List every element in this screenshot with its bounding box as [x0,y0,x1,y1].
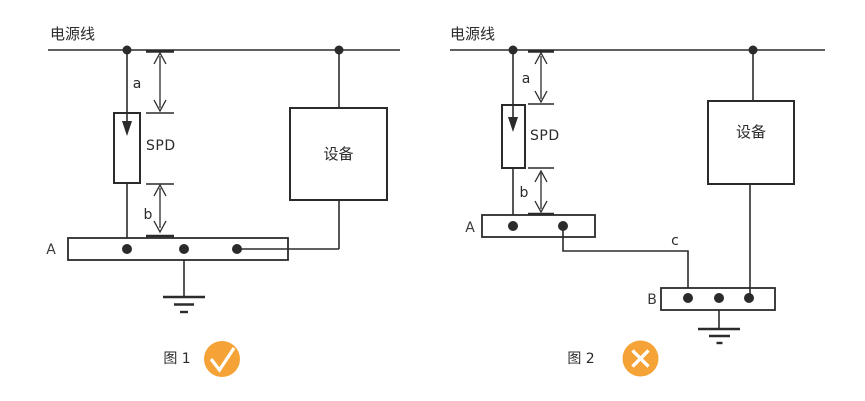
fig1-dimension-a: a [133,50,174,114]
fig2-device-label: 设备 [736,123,766,141]
fig2-power-line-label: 电源线 [450,25,495,43]
fig2-busbar-b-dot-1 [683,293,693,303]
fig2-dim-a-arrow-up-icon [534,51,548,65]
fig1-earth-icon [163,260,205,314]
fig2-dim-b-label: b [520,185,529,201]
fig1-dim-b-arrow-up-icon [153,183,167,197]
fig1-busbar-a-label: A [46,242,56,258]
fig1-dim-a-arrow-down-icon [153,99,167,113]
fig2-busbar-b-label: B [647,292,657,308]
fig1-power-line-label: 电源线 [50,25,95,43]
fig2-busbar-b-dot-2 [714,293,724,303]
fig2-wire-c-label: c [671,233,679,249]
fig1-dim-a-label: a [133,76,142,92]
fig1-dimension-b: b [144,183,174,238]
fig1-spd-label: SPD [146,138,176,154]
figure-1: 电源线 SPD a b [46,25,400,377]
fig1-device-label: 设备 [323,145,353,163]
check-icon [204,341,240,377]
fig2-dimension-b: b [520,167,554,216]
cross-icon [622,340,659,377]
fig1-caption: 图 1 [163,351,190,367]
fig1-busbar-dot-1 [122,244,132,254]
fig2-busbar-a [481,214,596,238]
fig1-busbar-dot-2 [179,244,189,254]
fig2-dim-b-arrow-up-icon [534,169,548,183]
fig1-dim-b-arrow-down-icon [153,220,167,234]
fig2-spd-label: SPD [530,128,560,144]
fig2-busbar-b-dot-3 [744,293,754,303]
fig2-dim-a-arrow-down-icon [534,90,548,104]
fig2-earth-icon [698,310,740,345]
fig1-spd-arrowhead-icon [122,121,132,136]
figure-2: 电源线 SPD a b [450,25,825,377]
fig2-busbar-a-dot-1 [508,221,518,231]
fig2-spd-arrowhead-icon [508,117,518,132]
fig2-busbar-a-label: A [465,220,475,236]
fig2-dim-b-arrow-down-icon [534,200,548,214]
fig1-dim-a-arrow-up-icon [153,51,167,65]
fig1-dim-b-label: b [144,207,153,223]
fig2-device-box [707,100,795,185]
fig2-wire-c [562,226,689,288]
fig2-dim-a-label: a [522,71,531,87]
fig2-dimension-a: a [522,50,554,105]
fig1-device-box [289,107,388,201]
fig2-caption: 图 2 [567,351,594,367]
